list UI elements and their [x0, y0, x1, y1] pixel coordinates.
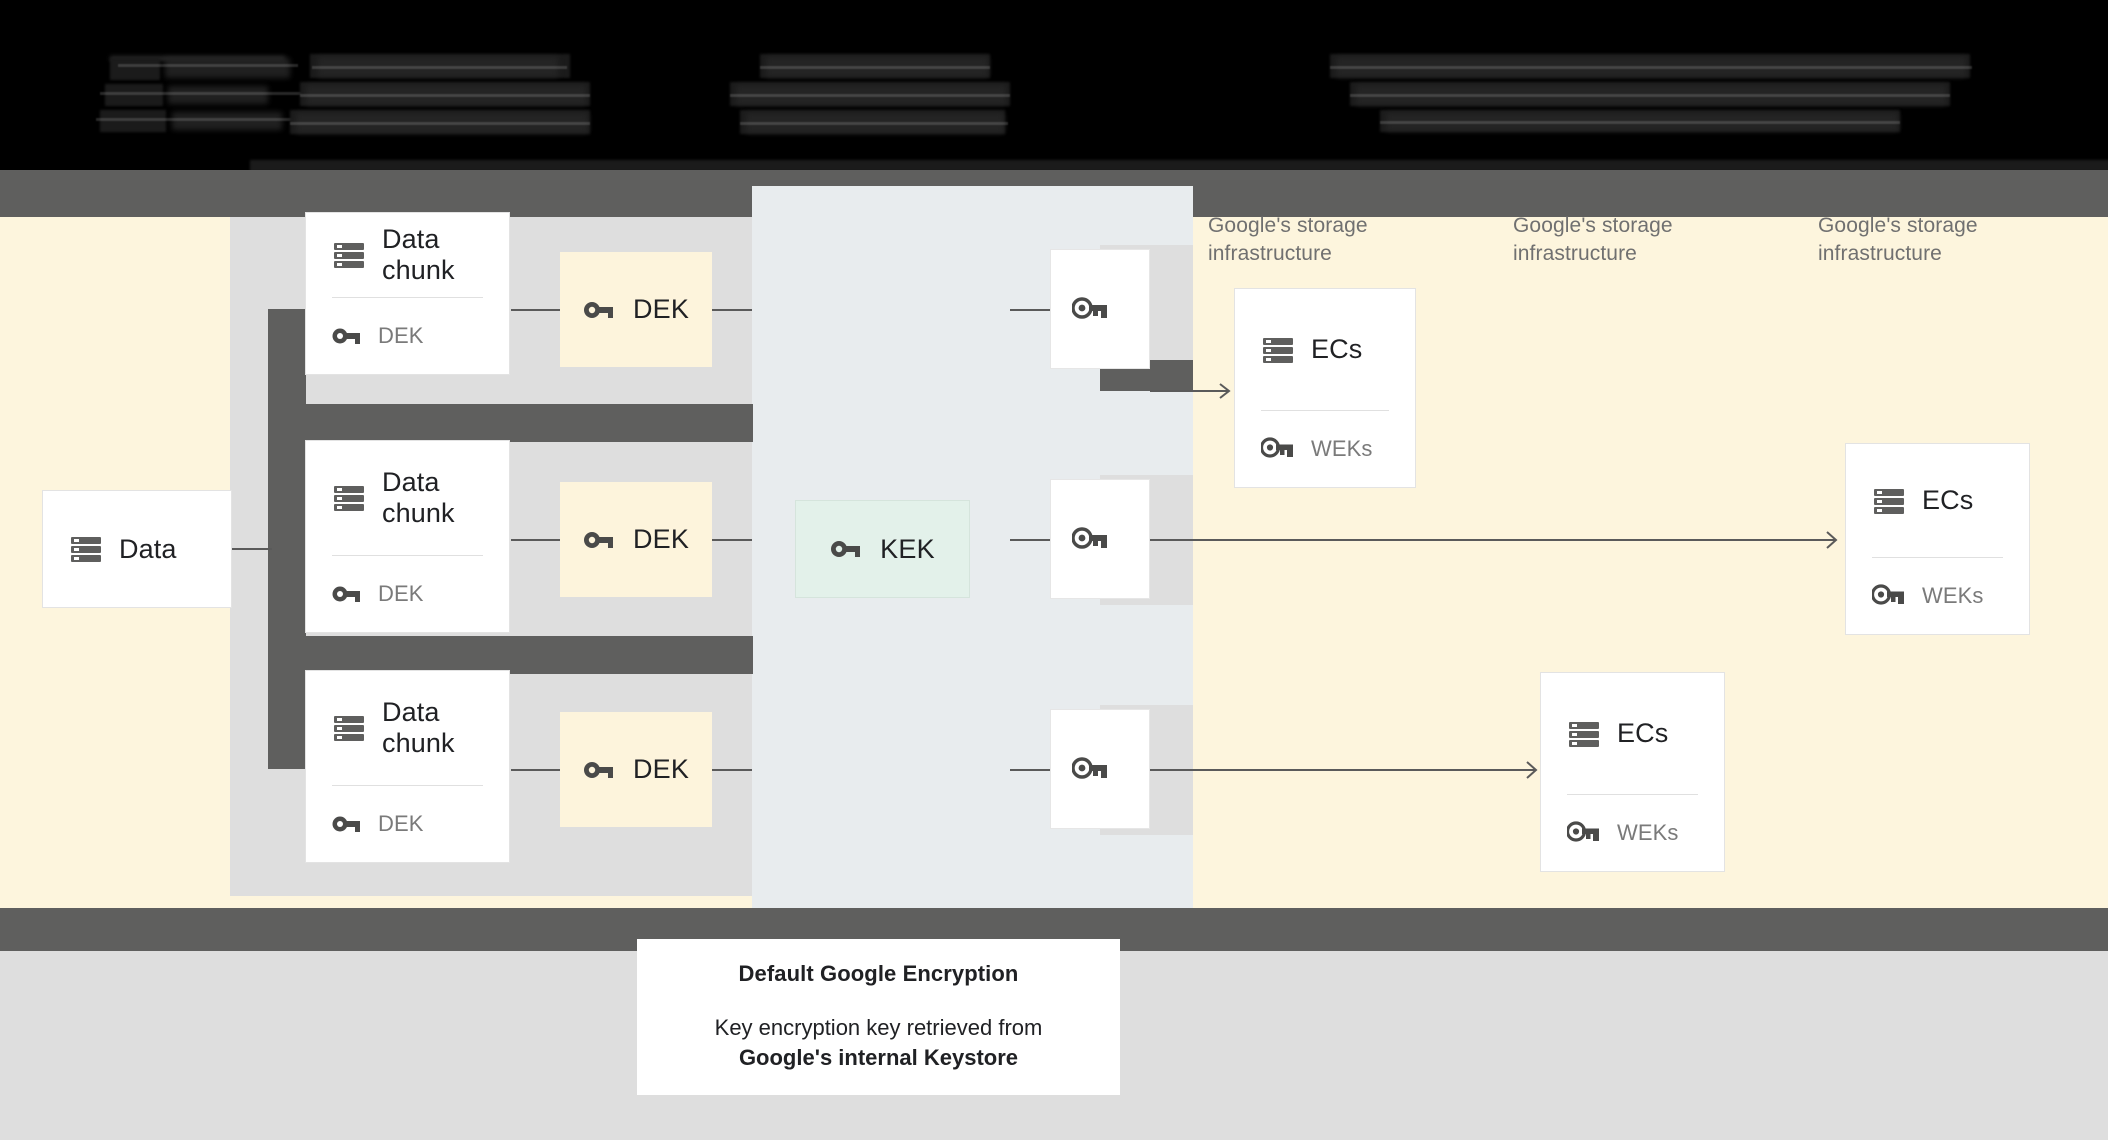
wrapped-key-icon [1072, 295, 1110, 323]
connector-kek-to-wrapped [1010, 539, 1050, 541]
chip-dek-2[interactable]: DEK [560, 482, 712, 597]
card-key-label: WEKs [1922, 583, 1984, 608]
redacted-header-band [0, 0, 2108, 172]
connector-dek3-right [712, 769, 752, 771]
fan-bracket-arm-1 [268, 404, 753, 442]
card-title: ECs [1617, 718, 1669, 749]
card-ecs-3[interactable]: ECs WEKs [1845, 443, 2030, 635]
card-title: Data chunk [382, 467, 455, 528]
legend-line-2: Google's internal Keystore [738, 1045, 1019, 1070]
legend-body: Key encryption key retrieved from Google… [715, 1013, 1043, 1073]
key-icon [583, 758, 615, 782]
card-title: Data chunk [382, 697, 455, 758]
card-divider [332, 555, 483, 556]
legend-line-1: Key encryption key retrieved from [714, 1015, 1043, 1041]
wrapped-key-icon [1072, 755, 1110, 783]
arrow-to-ecs-1 [1150, 382, 1235, 400]
connector-chunk3-dek3 [511, 769, 560, 771]
fan-bracket-arm-2 [268, 636, 753, 674]
card-divider [1567, 794, 1698, 795]
chip-dek-label: DEK [632, 754, 690, 784]
card-title: ECs [1922, 485, 1974, 516]
arrow-to-ecs-2 [1150, 531, 1842, 549]
card-divider [1872, 557, 2003, 558]
wrapped-key-icon [1567, 820, 1601, 846]
storage-icon [69, 532, 103, 566]
key-icon [583, 528, 615, 552]
card-title: ECs [1311, 334, 1363, 365]
storage-label-1: Google's storage infrastructure [1208, 214, 1368, 265]
card-ecs-2[interactable]: ECs WEKs [1540, 672, 1725, 872]
card-title: Data chunk [382, 224, 455, 285]
connector-chunk1-dek1 [511, 309, 560, 311]
key-icon [332, 325, 362, 347]
chip-kek-label: KEK [880, 533, 935, 564]
card-key-label: WEKs [1617, 820, 1679, 845]
storage-icon [1872, 484, 1906, 518]
storage-icon [1567, 717, 1601, 751]
legend-title: Default Google Encryption [738, 961, 1019, 987]
connector-dek2-right [712, 539, 752, 541]
connector-data-to-bracket [232, 548, 272, 550]
card-ecs-1[interactable]: ECs WEKs [1234, 288, 1416, 488]
storage-icon [332, 481, 366, 515]
storage-label-2: Google's storage infrastructure [1513, 214, 1673, 265]
wrapped-key-icon [1072, 525, 1110, 553]
chip-dek-label: DEK [632, 294, 690, 324]
chip-dek-label: DEK [632, 524, 690, 554]
connector-chunk2-dek2 [511, 539, 560, 541]
connector-to-wrapped-3 [1010, 769, 1050, 771]
key-icon [830, 537, 862, 561]
fan-bracket-spine [268, 309, 306, 769]
key-icon [332, 813, 362, 835]
card-divider [1261, 410, 1389, 411]
chip-kek[interactable]: KEK [795, 500, 970, 598]
card-data-chunk-1[interactable]: Data chunk DEK [305, 212, 510, 375]
card-key-label: WEKs [1311, 436, 1373, 461]
wrapped-key-icon [1872, 583, 1906, 609]
card-data-title: Data [119, 533, 177, 564]
connector-dek1-right [712, 309, 752, 311]
arrow-to-ecs-3 [1150, 761, 1542, 779]
card-data-chunk-2[interactable]: Data chunk DEK [305, 440, 510, 633]
card-data[interactable]: Data [42, 490, 232, 608]
chip-wrapped-key-2[interactable] [1050, 479, 1150, 599]
connector-to-wrapped-1 [1010, 309, 1050, 311]
card-key-label: DEK [378, 811, 424, 836]
card-key-label: DEK [378, 323, 424, 348]
chip-wrapped-key-1[interactable] [1050, 249, 1150, 369]
card-data-chunk-3[interactable]: Data chunk DEK [305, 670, 510, 863]
card-divider [332, 785, 483, 786]
key-icon [332, 583, 362, 605]
storage-label-3: Google's storage infrastructure [1818, 214, 1978, 265]
storage-icon [332, 238, 366, 272]
legend-panel: Default Google Encryption Key encryption… [637, 939, 1120, 1095]
key-icon [583, 298, 615, 322]
card-key-label: DEK [378, 581, 424, 606]
card-divider [332, 297, 483, 298]
storage-icon [332, 711, 366, 745]
wrapped-key-icon [1261, 436, 1295, 462]
storage-icon [1261, 333, 1295, 367]
chip-dek-3[interactable]: DEK [560, 712, 712, 827]
chip-wrapped-key-3[interactable] [1050, 709, 1150, 829]
chip-dek-1[interactable]: DEK [560, 252, 712, 367]
